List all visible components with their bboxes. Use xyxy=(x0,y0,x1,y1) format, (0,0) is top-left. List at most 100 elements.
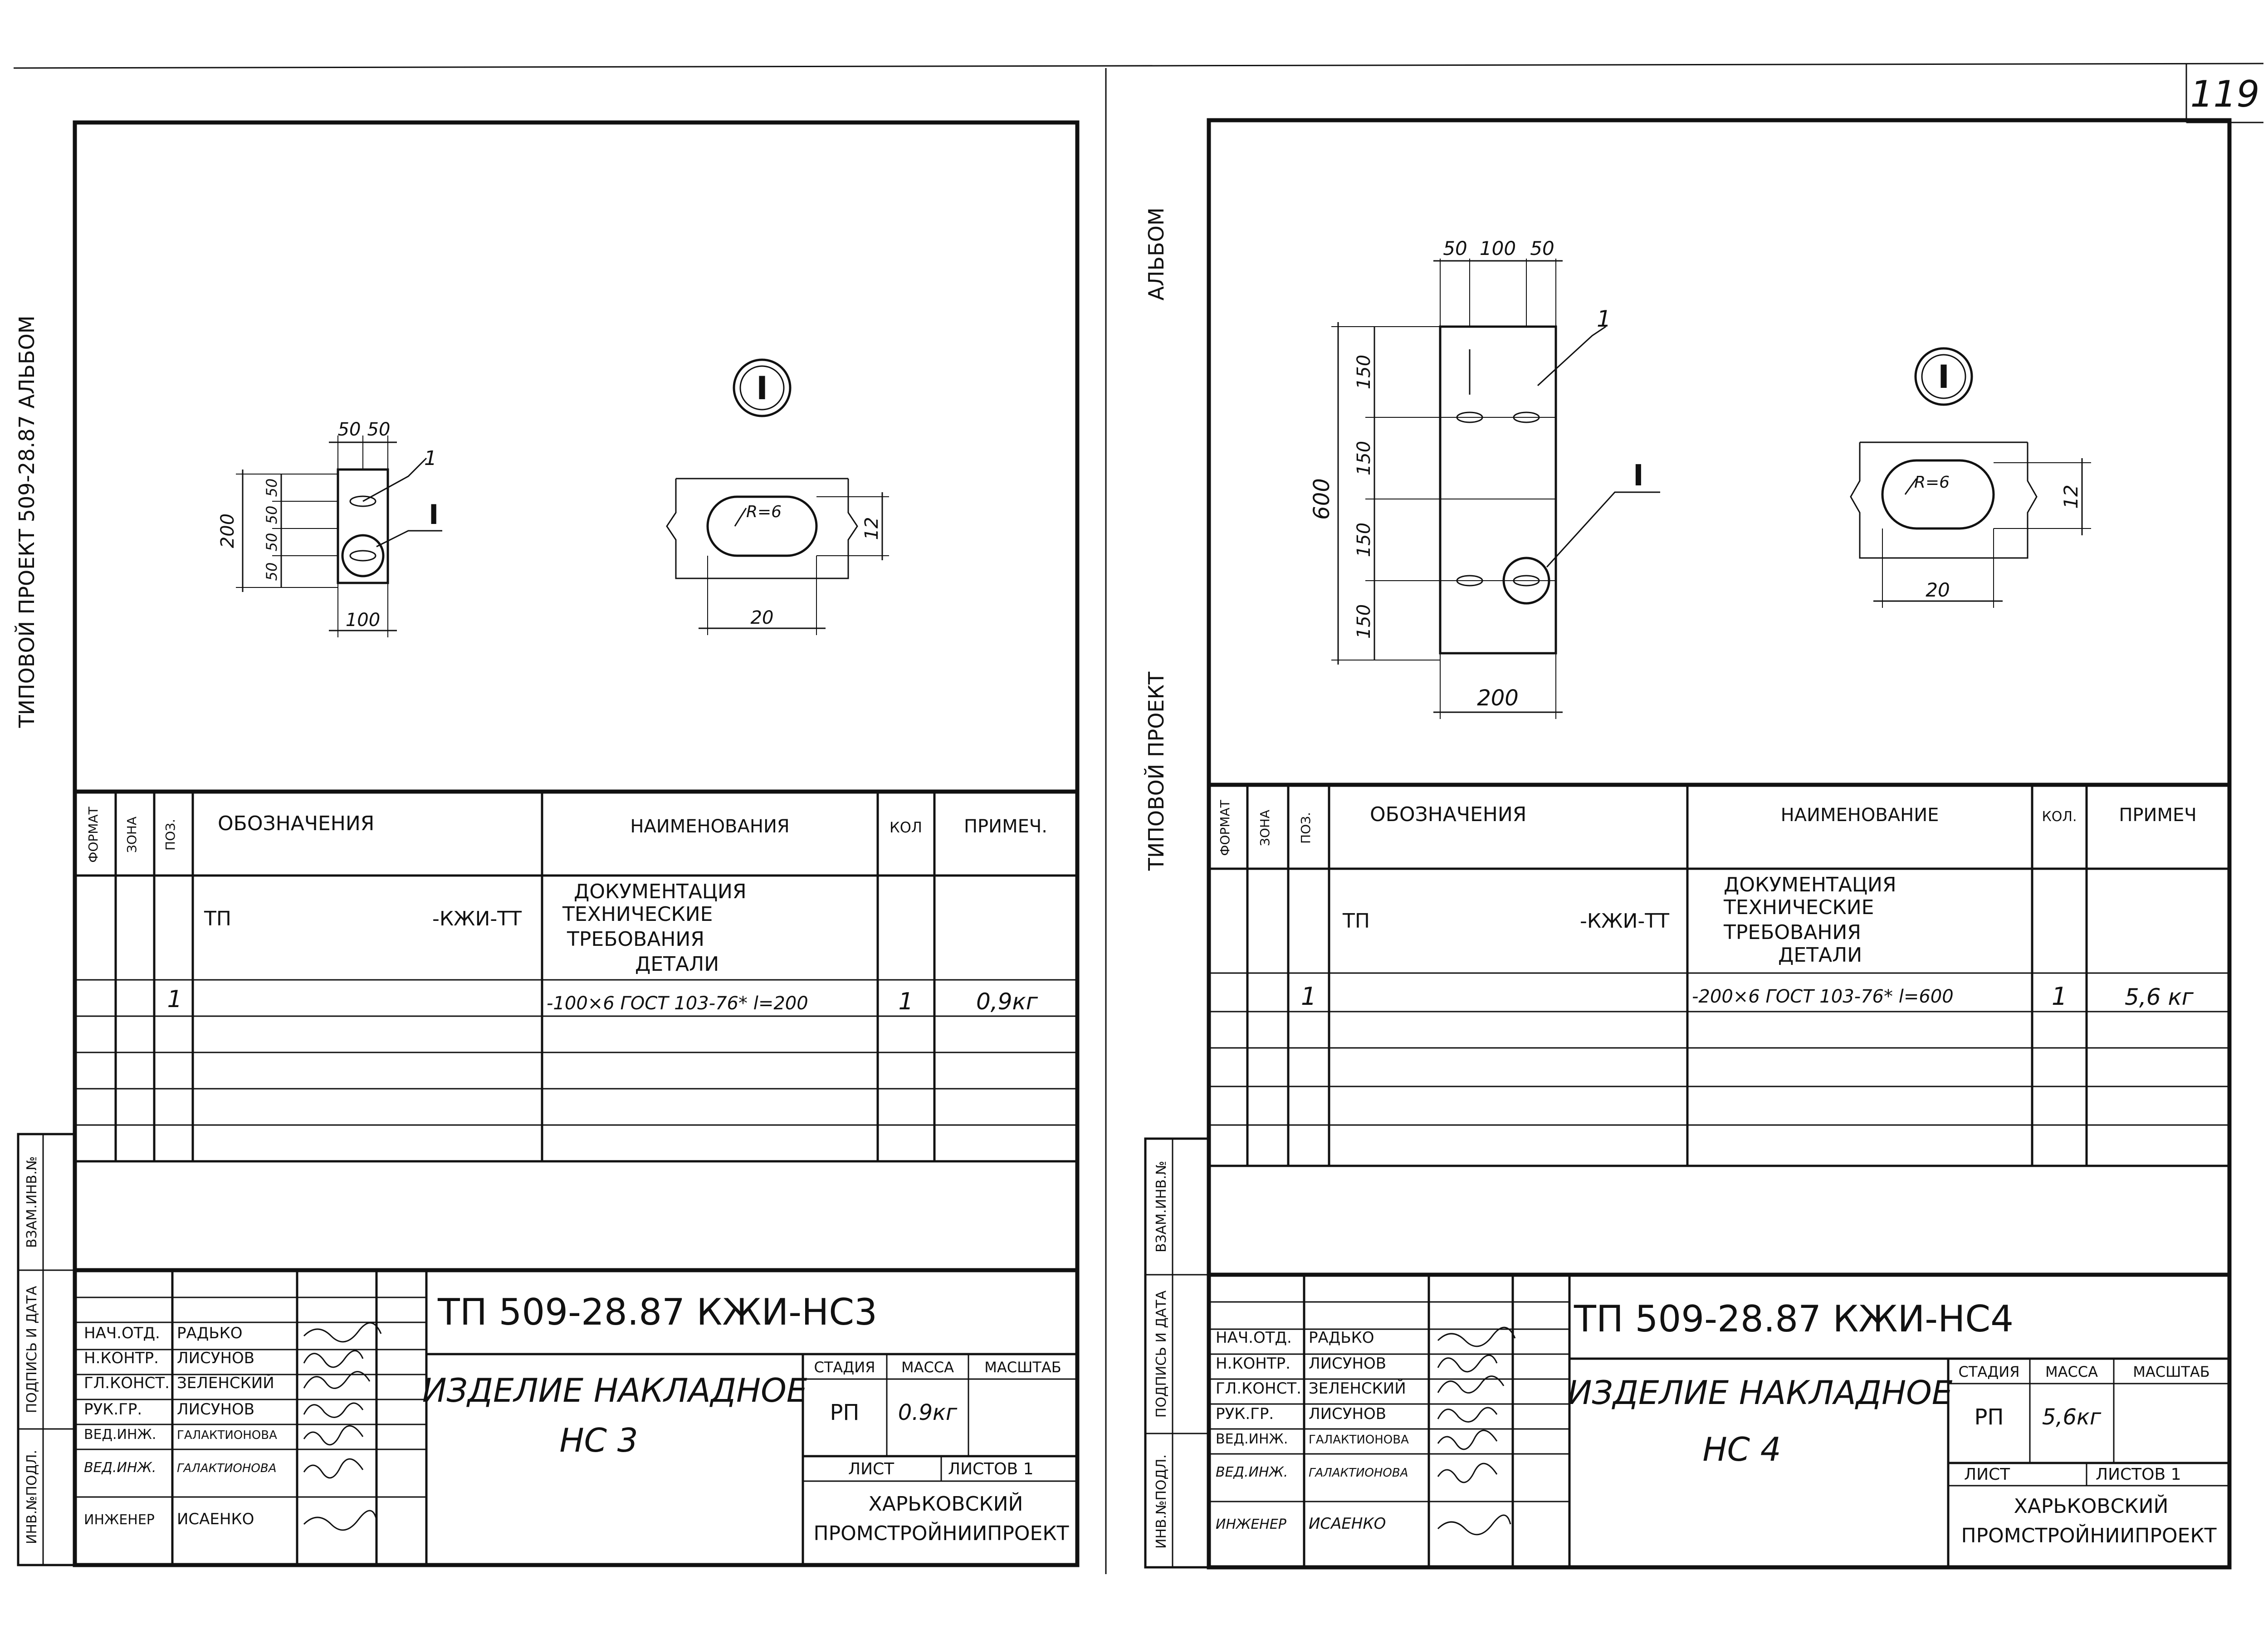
left-frame xyxy=(73,120,1080,1567)
left-sheet: ИНВ.№ПОДЛ. ПОДПИСЬ И ДАТА ВЗАМ.ИНВ.№ 50 … xyxy=(17,120,1080,1567)
left-leader-pos: 1 xyxy=(424,447,437,470)
right-title-block: ТП 509-28.87 КЖИ-НС4 ИЗДЕЛИЕ НАКЛАДНОЕ Н… xyxy=(1209,1272,2229,1567)
left-row-note: 0,9кг xyxy=(976,988,1038,1015)
left-title-block: ТП 509-28.87 КЖИ-НС3 ИЗДЕЛИЕ НАКЛАДНОЕ Н… xyxy=(75,1268,1077,1565)
right-doc-name-2: ТЕХНИЧЕСКИЕ xyxy=(1723,896,1874,919)
right-sheet: ИНВ.№ПОДЛ. ПОДПИСЬ И ДАТА ВЗАМ.ИНВ.№ 50 … xyxy=(1144,118,2232,1570)
left-signature-7 xyxy=(303,1510,377,1531)
right-product-title-1: ИЗДЕЛИЕ НАКЛАДНОЕ xyxy=(1568,1374,1953,1412)
left-sig-role-6: ВЕД.ИНЖ. xyxy=(84,1460,156,1476)
right-sig-role-7: ИНЖЕНЕР xyxy=(1216,1517,1287,1532)
left-dim-seg-4: 50 xyxy=(263,563,280,581)
left-hdr-designation: ОБОЗНАЧЕНИЯ xyxy=(218,812,374,835)
right-row-note: 5,6 кг xyxy=(2125,984,2194,1010)
right-plate-outline xyxy=(1439,325,1557,655)
side-label-right-bottom: ТИПОВОЙ ПРОЕКТ xyxy=(1144,671,1168,871)
left-signature-2 xyxy=(303,1350,364,1368)
right-doc-ref-right: -КЖИ-ТТ xyxy=(1580,910,1669,933)
left-detail-height: 12 xyxy=(861,517,882,540)
right-sig-role-3: ГЛ.КОНСТ. xyxy=(1216,1380,1301,1398)
left-org-2: ПРОМСТРОЙНИИПРОЕКТ xyxy=(814,1521,1069,1545)
left-col-scale: МАСШТАБ xyxy=(984,1359,1061,1376)
left-sheets-label: ЛИСТОВ 1 xyxy=(948,1460,1034,1478)
right-dim-bottom: 200 xyxy=(1477,685,1519,711)
left-signature-3 xyxy=(303,1371,371,1389)
right-sig-name-3: ЗЕЛЕНСКИЙ xyxy=(1309,1379,1406,1398)
stamp-sign-label: ПОДПИСЬ И ДАТА xyxy=(24,1286,40,1413)
left-row-name: -100×6 ГОСТ 103-76* l=200 xyxy=(547,993,808,1014)
right-org-1: ХАРЬКОВСКИЙ xyxy=(2014,1494,2169,1518)
stamp-inv-label: ИНВ.№ПОДЛ. xyxy=(24,1450,40,1544)
left-sheet-label: ЛИСТ xyxy=(848,1460,894,1478)
left-doc-name-4: ДЕТАЛИ xyxy=(635,953,719,976)
right-hdr-note: ПРИМЕЧ xyxy=(2119,805,2196,826)
left-signature-1 xyxy=(303,1322,382,1343)
left-detail-width: 20 xyxy=(751,607,774,628)
right-mass: 5,6кг xyxy=(2042,1404,2102,1430)
right-detail-width: 20 xyxy=(1926,579,1950,601)
right-dim-height: 600 xyxy=(1309,478,1334,520)
left-org-1: ХАРЬКОВСКИЙ xyxy=(869,1492,1023,1516)
right-signature-3 xyxy=(1437,1375,1505,1394)
left-signature-6 xyxy=(303,1458,364,1479)
left-sig-role-2: Н.КОНТР. xyxy=(84,1349,159,1367)
left-sig-name-3: ЗЕЛЕНСКИЙ xyxy=(177,1374,274,1392)
left-hole-1 xyxy=(349,495,376,507)
right-detail-view: I R=6 12 20 xyxy=(1850,347,2091,608)
left-spec-table: ФОРМАТ ЗОНА ПОЗ. ОБОЗНАЧЕНИЯ НАИМЕНОВАНИ… xyxy=(75,789,1077,1163)
right-hdr-format: ФОРМАТ xyxy=(1217,799,1232,856)
left-stage: РП xyxy=(830,1400,859,1425)
right-doc-name-4: ДЕТАЛИ xyxy=(1778,944,1862,967)
right-stamp-inv-label: ИНВ.№ПОДЛ. xyxy=(1154,1454,1169,1549)
left-dim-seg-3: 50 xyxy=(263,533,280,552)
left-sig-name-7: ИСАЕНКО xyxy=(177,1510,254,1528)
left-doc-ref-right: -КЖИ-ТТ xyxy=(432,907,522,930)
right-col-scale: МАСШТАБ xyxy=(2133,1363,2209,1380)
right-detail-marker-circle xyxy=(1914,347,1973,406)
right-sig-name-4: ЛИСУНОВ xyxy=(1309,1405,1386,1423)
left-signature-5 xyxy=(303,1425,364,1446)
left-row-pos: 1 xyxy=(167,986,182,1013)
right-dim-seg-1: 150 xyxy=(1354,355,1374,389)
right-detail-radius: R=6 xyxy=(1914,473,1950,492)
right-col-stage: СТАДИЯ xyxy=(1959,1363,2020,1380)
left-doc-name-3: ТРЕБОВАНИЯ xyxy=(567,928,704,951)
left-doc-ref-left: ТП xyxy=(204,907,231,930)
left-dim-top-1: 50 xyxy=(338,419,361,440)
left-sig-role-5: ВЕД.ИНЖ. xyxy=(84,1427,156,1443)
right-hdr-qty: КОЛ. xyxy=(2042,809,2077,825)
left-sig-name-4: ЛИСУНОВ xyxy=(177,1400,254,1419)
left-hdr-pos: ПОЗ. xyxy=(163,819,178,851)
stamp-zam-label: ВЗАМ.ИНВ.№ xyxy=(24,1156,40,1248)
left-sig-name-5: ГАЛАКТИОНОВА xyxy=(177,1429,277,1442)
right-stamp-sign-label: ПОДПИСЬ И ДАТА xyxy=(1154,1290,1169,1418)
right-dim-top-1: 50 xyxy=(1443,237,1467,259)
left-product-title-1: ИЗДЕЛИЕ НАКЛАДНОЕ xyxy=(422,1371,807,1409)
right-spec-table: ФОРМАТ ЗОНА ПОЗ. ОБОЗНАЧЕНИЯ НАИМЕНОВАНИ… xyxy=(1209,783,2229,1167)
left-sig-name-2: ЛИСУНОВ xyxy=(177,1349,254,1367)
left-col-stage: СТАДИЯ xyxy=(814,1359,875,1376)
left-slot-outline xyxy=(706,495,818,557)
left-doc-code: ТП 509-28.87 КЖИ-НС3 xyxy=(437,1291,877,1333)
left-product-title-2: НС 3 xyxy=(559,1421,638,1459)
right-sig-role-4: РУК.ГР. xyxy=(1216,1405,1274,1423)
right-row-name: -200×6 ГОСТ 103-76* l=600 xyxy=(1692,986,1954,1007)
right-doc-code: ТП 509-28.87 КЖИ-НС4 xyxy=(1574,1298,2014,1340)
right-sig-role-6: ВЕД.ИНЖ. xyxy=(1216,1464,1288,1480)
side-label-left: ТИПОВОЙ ПРОЕКТ 509-28.87 АЛЬБОМ xyxy=(15,316,39,729)
right-plate-drawing: 50 100 50 600 150 150 150 150 200 xyxy=(1309,237,1660,719)
right-doc-name-1: ДОКУМЕНТАЦИЯ xyxy=(1724,873,1897,896)
right-slot-outline xyxy=(1881,459,1995,530)
right-row-qty: 1 xyxy=(2052,982,2067,1011)
right-signature-1 xyxy=(1437,1326,1516,1347)
right-doc-ref-left: ТП xyxy=(1342,910,1370,933)
right-product-title-2: НС 4 xyxy=(1702,1430,1781,1468)
right-sig-role-5: ВЕД.ИНЖ. xyxy=(1216,1431,1288,1447)
right-hdr-name: НАИМЕНОВАНИЕ xyxy=(1781,805,1939,826)
left-hdr-qty: КОЛ xyxy=(890,819,922,836)
right-signature-6 xyxy=(1437,1463,1498,1483)
right-sig-name-2: ЛИСУНОВ xyxy=(1309,1355,1386,1373)
right-stamp-strip: ИНВ.№ПОДЛ. ПОДПИСЬ И ДАТА ВЗАМ.ИНВ.№ xyxy=(1144,1137,1210,1569)
left-hdr-note: ПРИМЕЧ. xyxy=(964,816,1047,837)
